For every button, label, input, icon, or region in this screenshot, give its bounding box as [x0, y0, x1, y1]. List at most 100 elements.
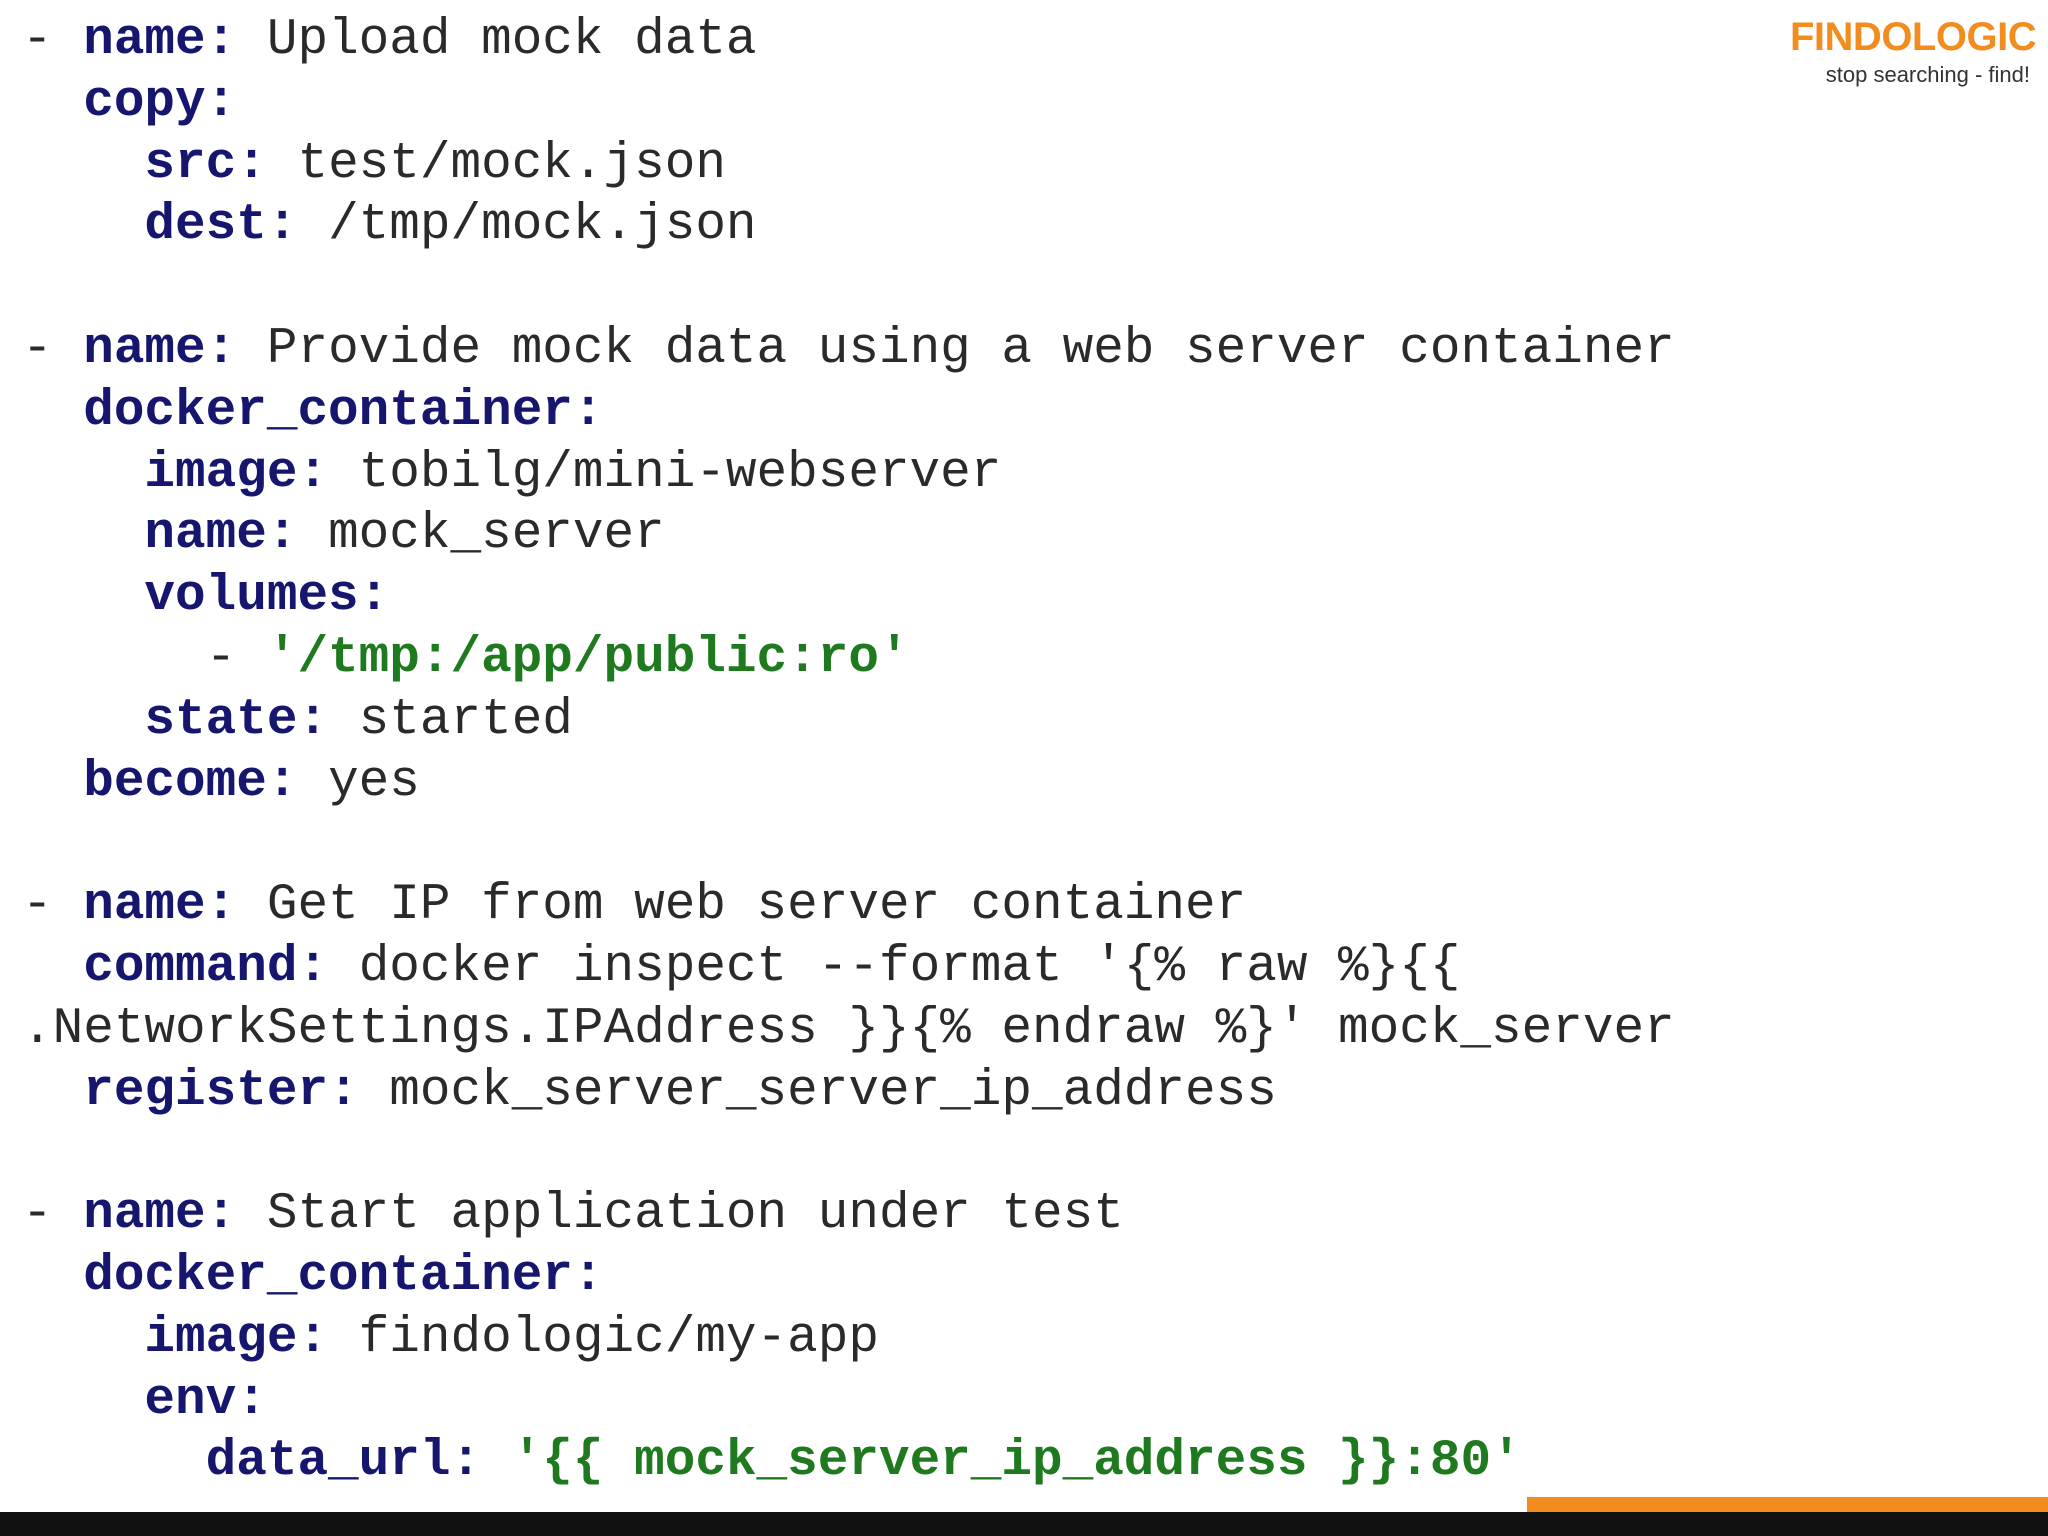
- code-line: .NetworkSettings.IPAddress }}{% endraw %…: [22, 999, 1802, 1061]
- yaml-key: :: [358, 568, 390, 626]
- code-line: - name: Get IP from web server container: [22, 875, 1802, 937]
- yaml-key: name: [83, 1186, 206, 1244]
- yaml-text: yes: [328, 753, 420, 811]
- code-line: copy:: [22, 72, 1802, 134]
- yaml-key: env: [144, 1371, 237, 1429]
- yaml-key: :: [205, 1186, 267, 1244]
- code-line: image: findologic/my-app: [22, 1308, 1802, 1370]
- yaml-key: :: [236, 1371, 267, 1429]
- yaml-key: state: [144, 691, 298, 749]
- yaml-text: -: [22, 629, 267, 687]
- yaml-text: -: [22, 877, 84, 935]
- yaml-text: [22, 1372, 144, 1429]
- code-line: state: started: [22, 690, 1802, 752]
- code-line: command: docker inspect --format '{% raw…: [22, 937, 1802, 999]
- yaml-key: register: [83, 1062, 329, 1120]
- yaml-string: '/tmp:/app/public:ro': [266, 629, 910, 687]
- yaml-text: -: [22, 1186, 84, 1244]
- yaml-key: name: [83, 320, 206, 378]
- yaml-text: Get IP from web server container: [266, 877, 1247, 935]
- yaml-key: dest: [144, 197, 267, 255]
- code-line: data_url: '{{ mock_server_ip_address }}:…: [22, 1431, 1802, 1493]
- yaml-text: tobilg/mini-webserver: [358, 444, 1002, 502]
- yaml-text: [22, 1063, 83, 1120]
- yaml-key: :: [205, 320, 267, 378]
- yaml-text: findologic/my-app: [358, 1309, 879, 1367]
- yaml-text: /tmp/mock.json: [328, 197, 757, 255]
- yaml-text: mock_server: [328, 506, 665, 564]
- yaml-code-block: - name: Upload mock data copy: src: test…: [22, 10, 1802, 1493]
- yaml-key: name: [83, 877, 206, 935]
- orange-accent-bar: [1527, 1497, 2048, 1512]
- yaml-key: :: [297, 691, 359, 749]
- code-line: image: tobilg/mini-webserver: [22, 443, 1802, 505]
- yaml-key: :: [328, 1062, 390, 1120]
- yaml-key: name: [144, 506, 267, 564]
- yaml-key: :: [297, 444, 359, 502]
- yaml-key: volumes: [144, 568, 359, 626]
- code-line: dest: /tmp/mock.json: [22, 195, 1802, 257]
- yaml-text: -: [22, 12, 84, 69]
- yaml-key: copy: [83, 73, 206, 131]
- yaml-text: started: [358, 691, 573, 749]
- yaml-key: image: [144, 1309, 298, 1367]
- yaml-text: Provide mock data using a web server con…: [266, 320, 1675, 378]
- bottom-bar: [0, 1512, 2048, 1536]
- yaml-text: [22, 383, 83, 440]
- code-line: become: yes: [22, 752, 1802, 814]
- yaml-key: :: [297, 938, 359, 996]
- logo-wordmark: FINDOLOGIC: [1790, 15, 2037, 59]
- code-line: volumes:: [22, 566, 1802, 628]
- code-line: - name: Upload mock data: [22, 10, 1802, 72]
- yaml-key: name: [83, 12, 206, 69]
- yaml-key: :: [266, 197, 329, 255]
- yaml-text: [22, 445, 144, 502]
- code-line: [22, 813, 1802, 875]
- yaml-key: :: [205, 73, 237, 131]
- yaml-text: [22, 754, 83, 811]
- yaml-key: data_url: [205, 1433, 451, 1491]
- yaml-key: :: [297, 1309, 359, 1367]
- code-line: register: mock_server_server_ip_address: [22, 1061, 1802, 1123]
- yaml-text: [22, 197, 144, 254]
- code-line: env:: [22, 1370, 1802, 1432]
- code-line: - '/tmp:/app/public:ro': [22, 628, 1802, 690]
- findologic-logo: FINDOLOGIC stop searching - find!: [1790, 14, 2037, 88]
- yaml-text: Upload mock data: [266, 12, 757, 69]
- yaml-text: [22, 1433, 206, 1490]
- yaml-text: [22, 568, 144, 625]
- code-line: [22, 257, 1802, 319]
- yaml-key: become: [83, 753, 267, 811]
- yaml-text: mock_server_server_ip_address: [389, 1062, 1277, 1120]
- yaml-text: [22, 1248, 83, 1305]
- code-line: - name: Provide mock data using a web se…: [22, 319, 1802, 381]
- yaml-key: image: [144, 444, 298, 502]
- yaml-text: .NetworkSettings.IPAddress }}{% endraw %…: [22, 1000, 1675, 1058]
- code-line: docker_container:: [22, 381, 1802, 443]
- yaml-text: [22, 506, 144, 563]
- code-line: docker_container:: [22, 1246, 1802, 1308]
- yaml-text: [22, 1310, 144, 1367]
- yaml-key: :: [266, 753, 329, 811]
- yaml-key: docker_container: [83, 382, 573, 440]
- yaml-key: src: [144, 135, 237, 193]
- code-line: - name: Start application under test: [22, 1184, 1802, 1246]
- yaml-text: [22, 74, 83, 131]
- yaml-text: docker inspect --format '{% raw %}{{: [358, 938, 1461, 996]
- yaml-text: -: [22, 320, 84, 378]
- yaml-key: :: [572, 382, 604, 440]
- yaml-key: command: [83, 938, 298, 996]
- yaml-key: :: [572, 1247, 604, 1305]
- yaml-key: docker_container: [83, 1247, 573, 1305]
- yaml-key: :: [205, 12, 267, 69]
- code-line: name: mock_server: [22, 504, 1802, 566]
- yaml-text: Start application under test: [266, 1186, 1124, 1244]
- code-line: src: test/mock.json: [22, 134, 1802, 196]
- yaml-text: test/mock.json: [297, 135, 726, 193]
- yaml-text: [22, 136, 144, 193]
- yaml-string: '{{ mock_server_ip_address }}:80': [511, 1433, 1522, 1491]
- yaml-key: :: [450, 1433, 512, 1491]
- logo-tagline: stop searching - find!: [1825, 62, 2030, 87]
- yaml-key: :: [236, 135, 298, 193]
